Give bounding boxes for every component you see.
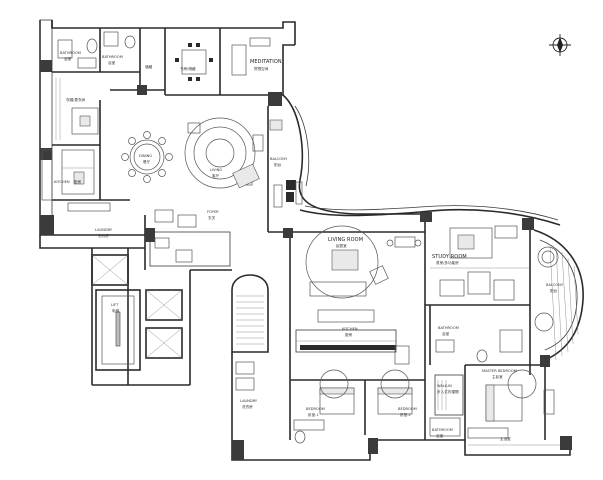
dining-sub: 餐厅 (143, 159, 151, 164)
walk-in-sub: 步入式衣帽間 (437, 389, 459, 394)
living-main-label: LIVING (210, 168, 222, 172)
foyer-label: FOYER (207, 210, 219, 214)
north-west-wing: BATHROOM 浴室 BATHROOM 浴室 儲藏 书房/储藏 MEDITAT… (39, 19, 296, 236)
balcony-e-label: BALCONY (546, 283, 564, 287)
column (522, 218, 534, 230)
column (268, 92, 282, 106)
meditation-label: MEDITATION (250, 59, 282, 65)
column (368, 438, 378, 454)
column (232, 440, 244, 460)
bedroom-2-sub: 卧室-2 (400, 412, 411, 417)
central-kitchen: KITCHEN 厨房 (295, 309, 410, 365)
bedroom-1-label: BEDROOM (306, 407, 325, 411)
living-room-label: LIVING ROOM (328, 237, 363, 243)
column (540, 355, 550, 367)
south-wing: LAUNDRY 洗衣房 BEDROOM 卧室-1 BEDROOM 卧室-2 WA… (231, 352, 572, 461)
walk-in-label: WALK-IN (437, 384, 452, 388)
bedroom-1-sub: 卧室-1 (308, 412, 319, 417)
balcony-deck-lines (549, 245, 579, 361)
kitchen-c-sub: 厨房 (345, 332, 353, 337)
bathroom-nw-sub: 浴室 (64, 56, 72, 61)
laundry-w-label: LAUNDRY (95, 228, 113, 232)
column (560, 436, 572, 450)
kitchen-nw-label: KITCHEN (54, 180, 70, 184)
closet-nw-label: 衣帽/更衣间 (66, 97, 86, 102)
bathroom-small-label: BATHROOM (102, 55, 123, 59)
laundry-w-sub: 洗衣房 (98, 233, 109, 238)
column (137, 85, 147, 95)
north-arrow-icon (549, 34, 571, 56)
dining-label: DINING (139, 154, 152, 158)
kitchen-c-label: KITCHEN (342, 327, 358, 331)
master-bedroom-label: MASTER BEDROOM (482, 369, 517, 373)
living-room: LIVING ROOM 起居室 (268, 214, 426, 380)
lift-sub: 电梯 (112, 308, 120, 313)
storage-label: 儲藏 (145, 64, 153, 69)
column (40, 60, 52, 72)
living-main-sub: 客厅 (212, 173, 220, 178)
column (40, 215, 54, 235)
bathroom-c-label: BATHROOM (438, 326, 459, 330)
kitchen-nw-sub: 厨房 (74, 179, 82, 184)
balcony-e-sub: 阳台 (550, 288, 558, 293)
bathroom-c-sub: 浴室 (442, 331, 450, 336)
bedroom-2-label: BEDROOM (398, 407, 417, 411)
bathroom-nw-label: BATHROOM (60, 51, 81, 55)
bathroom-small-sub: 浴室 (108, 60, 116, 65)
master-bedroom-sub: 主臥室 (492, 374, 503, 379)
bathroom-s-sub: 浴室 (436, 433, 444, 438)
stair-treads (236, 295, 264, 345)
core-area: LAUNDRY 洗衣房 LIFT 电梯 FOYER 玄关 (39, 210, 269, 386)
laundry-s-label: LAUNDRY (240, 399, 258, 403)
study-top-label: 书房/储藏 (180, 66, 196, 71)
study-room-sub: 書房/多功能房 (436, 260, 459, 265)
bathroom-s-label: BATHROOM (432, 428, 453, 432)
column (420, 212, 432, 222)
column (283, 228, 293, 238)
laundry-s-sub: 洗衣房 (242, 404, 253, 409)
master-bath-label: 主浴室 (500, 436, 511, 441)
east-balcony: BALCONY 阳台 (533, 229, 584, 361)
column (40, 148, 52, 160)
foyer-sub: 玄关 (208, 215, 216, 220)
balcony-n-label: BALCONY (270, 157, 288, 161)
north-balcony: BALCONY 阳台 (267, 94, 561, 232)
living-room-sub: 起居室 (336, 243, 347, 248)
balcony-n-sub: 阳台 (274, 162, 282, 167)
lift-label: LIFT (111, 303, 119, 307)
study-room-label: STUDY ROOM (432, 254, 467, 260)
dining-chairs (121, 131, 173, 183)
bathroom-central: BATHROOM 浴室 (429, 305, 523, 365)
study-room: STUDY ROOM 書房/多功能房 (420, 212, 534, 375)
meditation-sub: 冥想空间 (254, 66, 269, 71)
